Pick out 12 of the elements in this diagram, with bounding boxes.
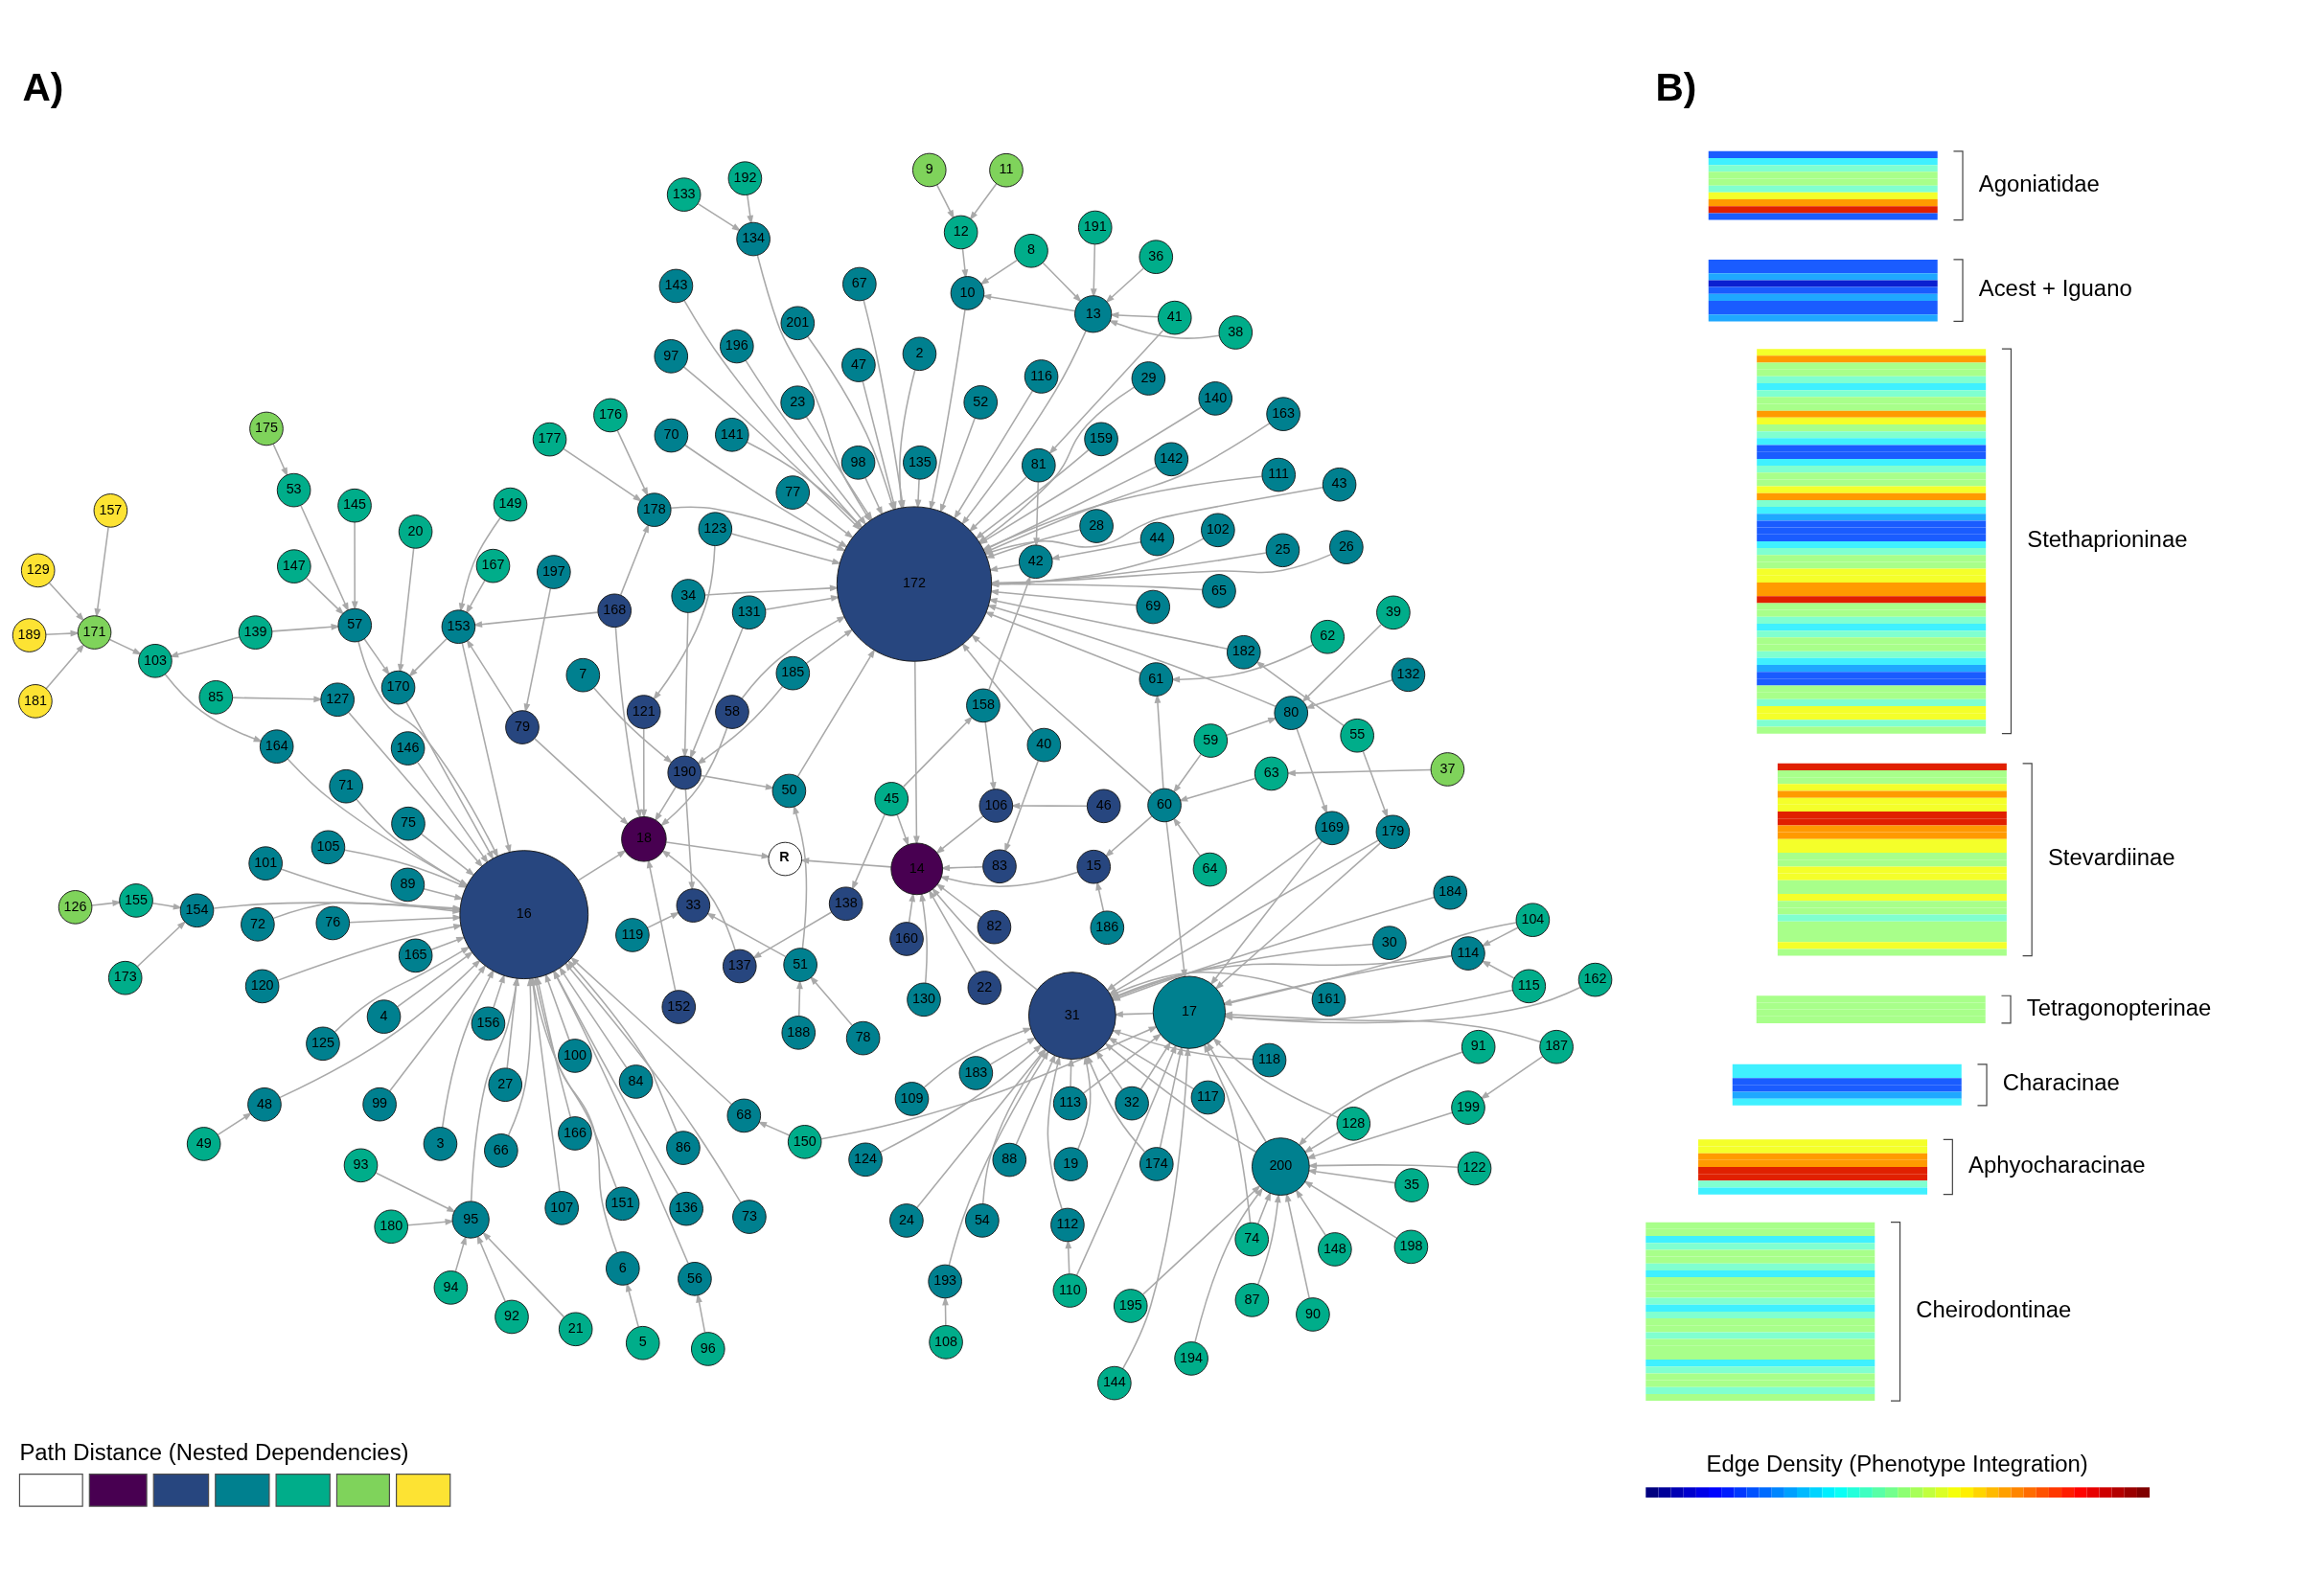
label: Cheirodontinae xyxy=(1916,1295,2072,1322)
label: Aphyocharacinae xyxy=(1968,1151,2146,1178)
label: Edge Density (Phenotype Integration) xyxy=(1706,1450,2088,1476)
label: Stethaprioninae xyxy=(2027,525,2188,552)
label: B) xyxy=(1655,64,1697,109)
label: Path Distance (Nested Dependencies) xyxy=(19,1438,409,1465)
label: A) xyxy=(22,64,64,109)
label: Agoniatidae xyxy=(1978,170,2100,196)
label: Acest + Iguano xyxy=(1978,274,2132,301)
label: Characinae xyxy=(2002,1068,2120,1095)
label: Stevardiinae xyxy=(2047,843,2175,870)
label: Tetragonopterinae xyxy=(2026,994,2212,1020)
